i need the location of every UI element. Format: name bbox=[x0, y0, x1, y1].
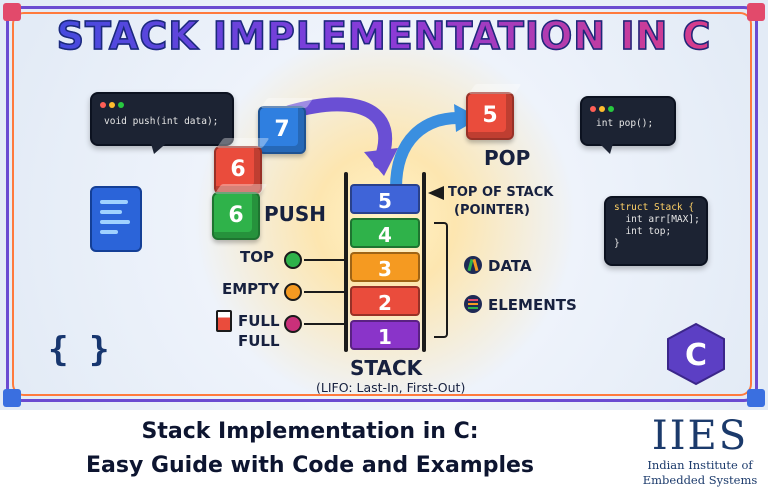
full-label: FULL bbox=[238, 332, 280, 350]
window-dots bbox=[100, 100, 127, 111]
pop-cube: 5 bbox=[466, 84, 522, 140]
code-struct-line: struct Stack { bbox=[614, 202, 695, 213]
data-icon bbox=[464, 256, 482, 274]
stack-item: 2 bbox=[350, 286, 420, 316]
full-label: FULL bbox=[238, 312, 280, 330]
push-cube: 6 bbox=[212, 184, 268, 240]
article-title-line: Easy Guide with Code and Examples bbox=[85, 453, 535, 478]
stack-item: 4 bbox=[350, 218, 420, 248]
stack-wall bbox=[422, 172, 426, 352]
document-icon bbox=[90, 186, 142, 252]
elements-icon bbox=[464, 295, 482, 313]
elements-label: ELEMENTS bbox=[488, 296, 577, 314]
leader-line bbox=[304, 291, 344, 293]
code-pop-text: int pop(); bbox=[596, 118, 654, 129]
push-label: PUSH bbox=[264, 202, 327, 226]
bracket bbox=[434, 222, 448, 338]
banner-frame bbox=[6, 6, 758, 402]
push-arrow-icon bbox=[283, 97, 398, 176]
code-struct-line: int arr[MAX]; bbox=[614, 214, 700, 225]
logo-line: Indian Institute of bbox=[647, 458, 753, 472]
corner-ornament bbox=[3, 3, 21, 21]
banner-title: STACK IMPLEMENTATION IN C bbox=[0, 13, 768, 59]
code-push-text: void push(int data); bbox=[104, 116, 219, 127]
code-struct-card: struct Stack { int arr[MAX]; int top; } bbox=[604, 196, 708, 266]
corner-ornament bbox=[747, 3, 765, 21]
leader-line bbox=[304, 323, 344, 325]
stack-item: 3 bbox=[350, 252, 420, 282]
battery-full-icon bbox=[216, 310, 232, 332]
bubble-tail bbox=[596, 140, 614, 154]
full-indicator bbox=[284, 315, 302, 333]
top-indicator bbox=[284, 251, 302, 269]
c-language-icon: C bbox=[667, 322, 725, 386]
hero-banner: STACK IMPLEMENTATION IN C void push(int … bbox=[0, 0, 768, 410]
leader-line bbox=[304, 259, 344, 261]
banner-inner-frame bbox=[12, 12, 752, 396]
stack-item: 1 bbox=[350, 320, 420, 350]
c-logo-letter: C bbox=[685, 338, 707, 373]
push-cube: 7 bbox=[258, 98, 314, 154]
corner-ornament bbox=[3, 389, 21, 407]
bubble-tail bbox=[150, 140, 170, 154]
caption-area bbox=[0, 410, 768, 500]
logo-acronym: IIES bbox=[651, 413, 749, 459]
pointer-arrow-icon bbox=[428, 186, 444, 200]
stack-wall bbox=[344, 172, 348, 352]
code-bubble-push: void push(int data); bbox=[90, 92, 234, 146]
window-dots bbox=[590, 104, 617, 115]
stack-subtitle: (LIFO: Last-In, First-Out) bbox=[316, 380, 466, 395]
braces-icon: { } bbox=[48, 330, 110, 370]
code-struct-line: int top; bbox=[614, 226, 672, 237]
pop-label: POP bbox=[484, 146, 531, 170]
stack-item: 5 bbox=[350, 184, 420, 214]
iies-logo: IIES Indian Institute of Embedded System… bbox=[640, 414, 760, 488]
logo-line: Embedded Systems bbox=[642, 473, 758, 487]
data-label: DATA bbox=[488, 257, 532, 275]
stack-title: STACK bbox=[350, 356, 423, 380]
corner-ornament bbox=[747, 389, 765, 407]
code-struct-line: } bbox=[614, 238, 620, 249]
code-bubble-pop: int pop(); bbox=[580, 96, 676, 146]
empty-label: EMPTY bbox=[222, 280, 280, 298]
article-title-line: Stack Implementation in C: bbox=[141, 419, 479, 444]
top-of-stack-label: TOP OF STACK(POINTER) bbox=[448, 185, 554, 218]
article-title: Stack Implementation in C: Easy Guide wi… bbox=[0, 415, 620, 483]
top-label: TOP bbox=[240, 248, 274, 266]
empty-indicator bbox=[284, 283, 302, 301]
